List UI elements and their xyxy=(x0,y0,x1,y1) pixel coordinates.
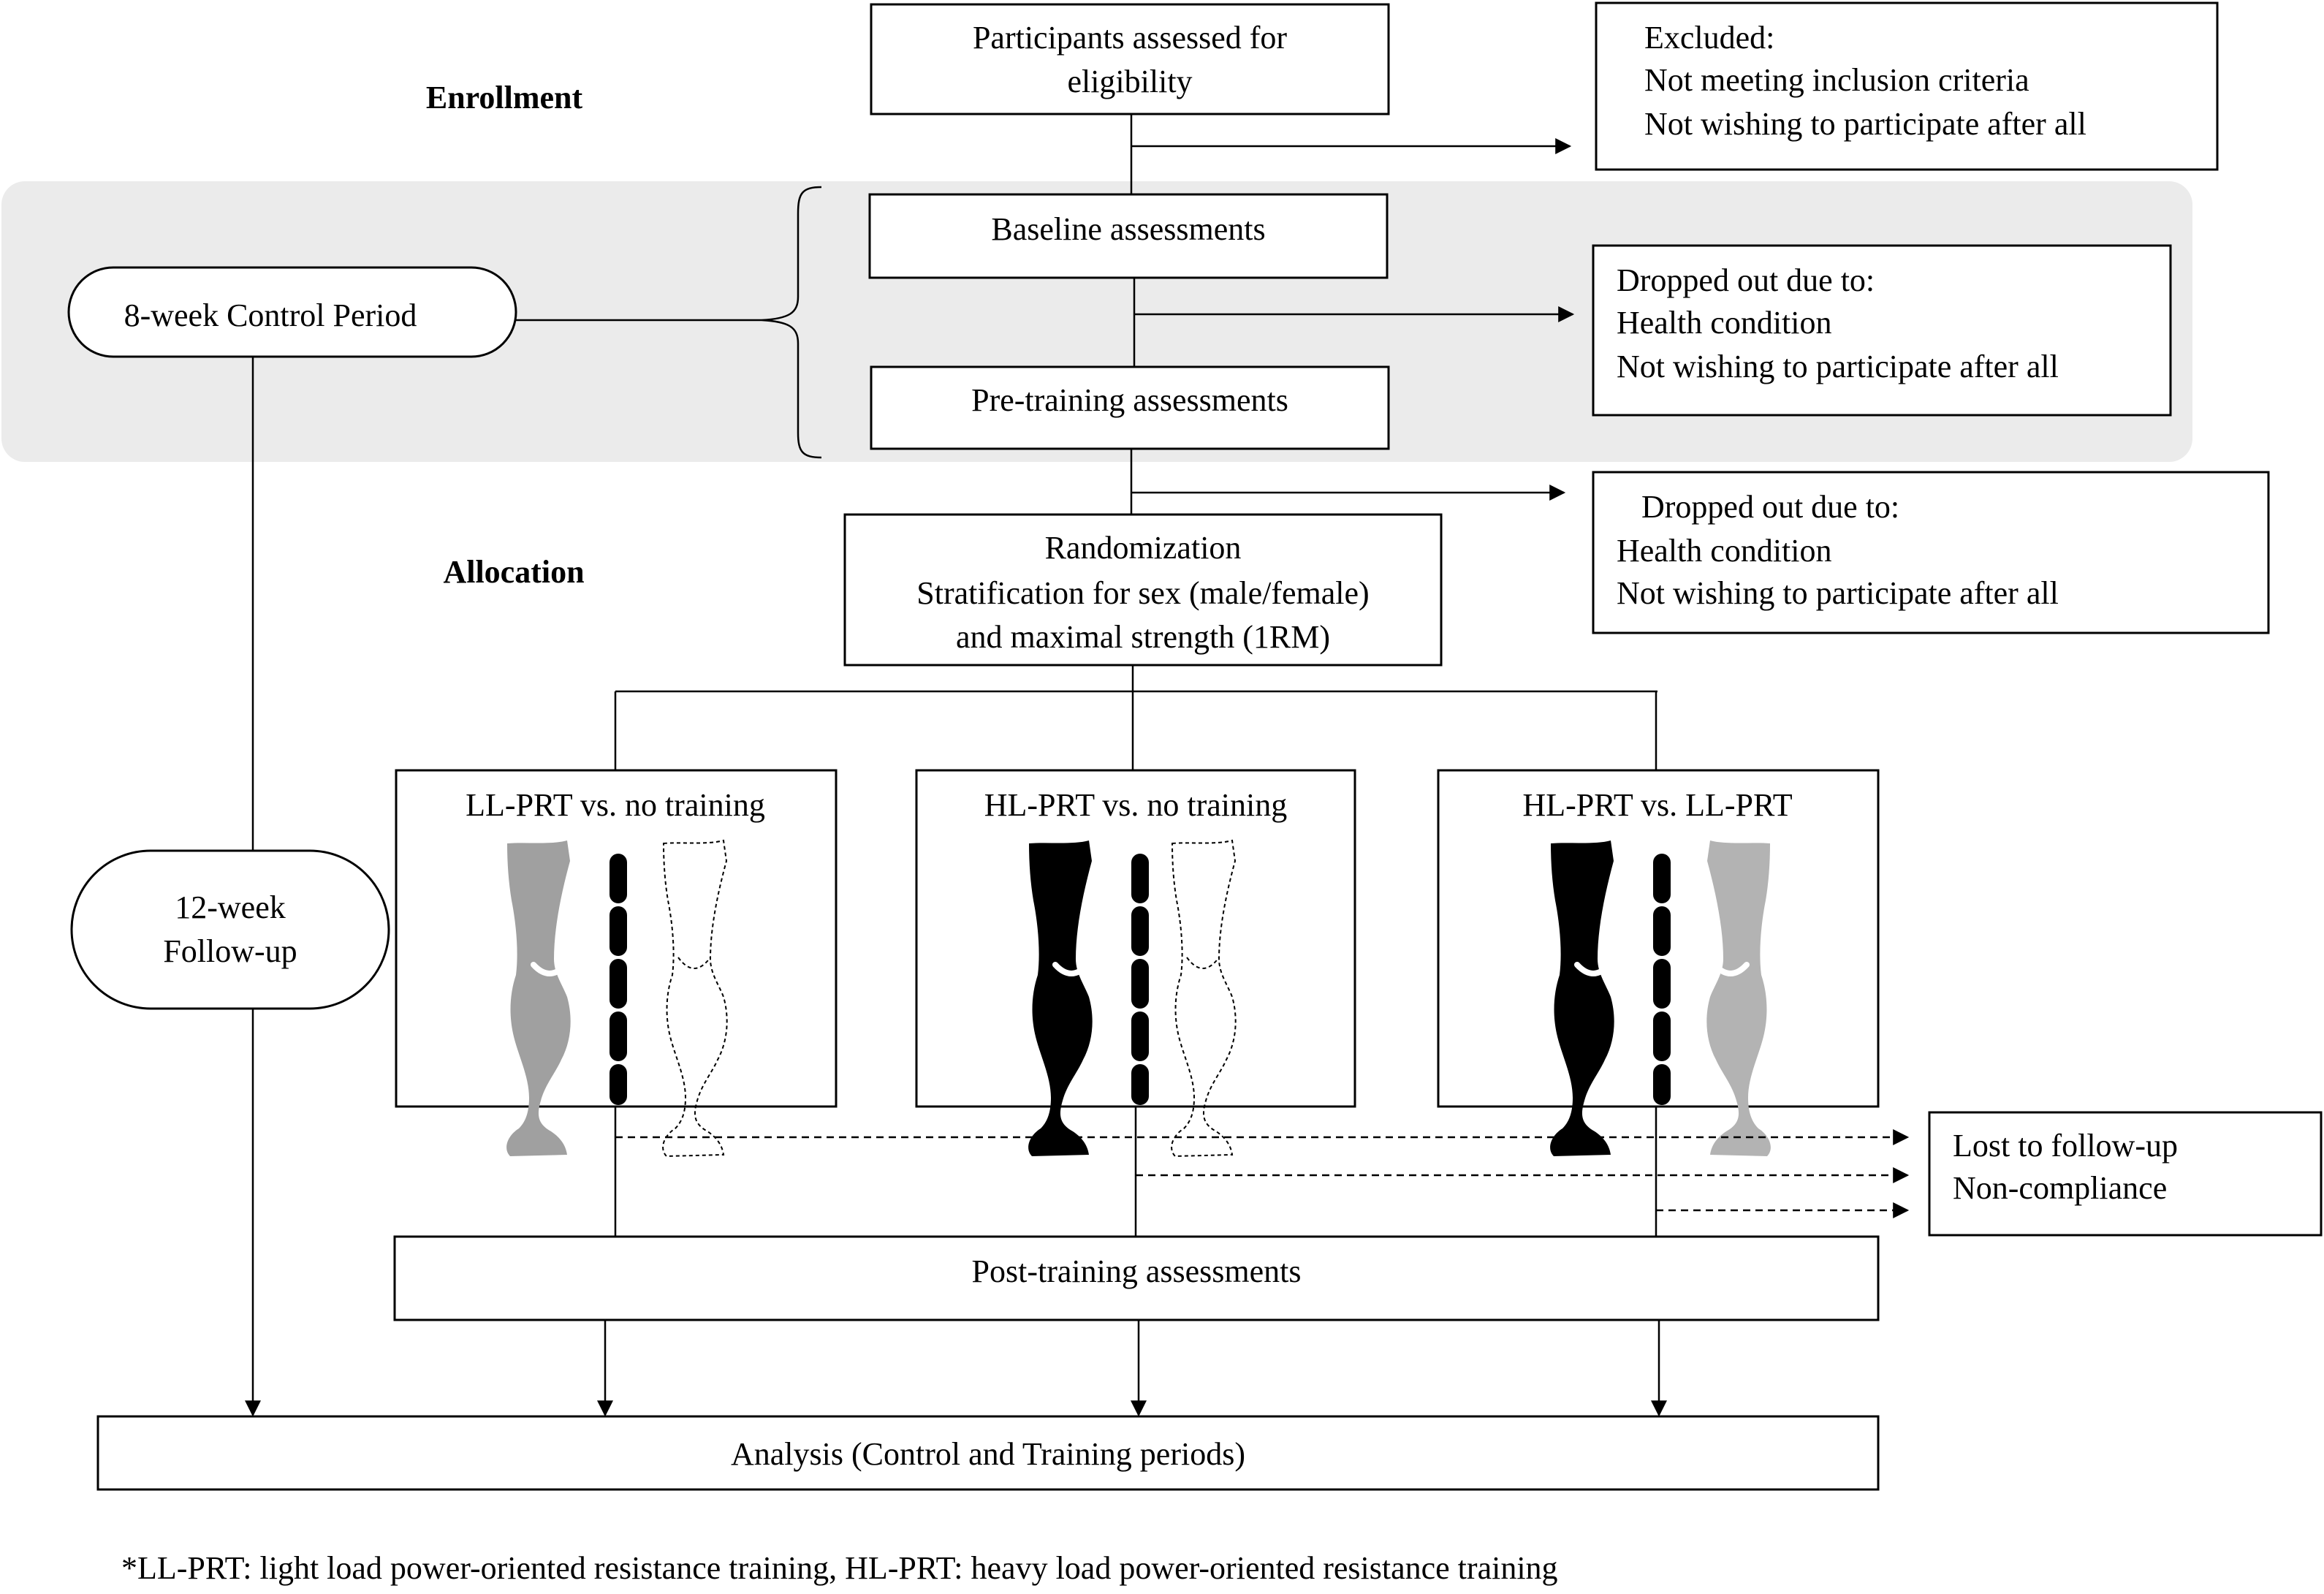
excluded-box: Excluded: Not meeting inclusion criteria… xyxy=(1595,1,2219,171)
svg-text:Not wishing to participate aft: Not wishing to participate after all xyxy=(1617,349,2059,384)
group-box-hlprt-vs-llprt: HL-PRT vs. LL-PRT xyxy=(1437,769,1880,1156)
leg-icon-light-load xyxy=(506,840,571,1156)
svg-text:Dropped out due to:: Dropped out due to: xyxy=(1641,489,1899,525)
group-box-llprt-vs-none: LL-PRT vs. no training xyxy=(395,769,838,1157)
svg-text:Randomization: Randomization xyxy=(1045,530,1242,566)
group-box-hlprt-vs-none: HL-PRT vs. no training xyxy=(915,769,1356,1157)
leg-icon-heavy-load xyxy=(1550,840,1614,1156)
enrollment-heading: Enrollment xyxy=(426,80,583,115)
eligibility-box: Participants assessed for eligibility xyxy=(870,3,1390,115)
control-period-terminator: 8-week Control Period xyxy=(67,266,517,358)
leg-icon-untrained xyxy=(662,840,728,1157)
pretraining-assessments-box: Pre-training assessments xyxy=(870,365,1390,450)
svg-text:Analysis (Control and Training: Analysis (Control and Training periods) xyxy=(731,1436,1245,1472)
svg-text:Participants assessed for: Participants assessed for xyxy=(973,20,1287,56)
svg-text:Not wishing to participate aft: Not wishing to participate after all xyxy=(1644,106,2086,142)
svg-text:Non-compliance: Non-compliance xyxy=(1953,1170,2167,1206)
svg-text:Pre-training assessments: Pre-training assessments xyxy=(971,382,1288,418)
svg-text:HL-PRT vs. LL-PRT: HL-PRT vs. LL-PRT xyxy=(1522,787,1792,823)
dropout-box-pretraining: Dropped out due to: Health condition Not… xyxy=(1592,471,2270,634)
svg-text:Not wishing to participate aft: Not wishing to participate after all xyxy=(1617,575,2059,611)
allocation-heading: Allocation xyxy=(443,554,584,590)
svg-text:Dropped out due to:: Dropped out due to: xyxy=(1617,262,1875,298)
lost-to-followup-box: Lost to follow-up Non-compliance xyxy=(1928,1111,2323,1237)
svg-text:8-week Control Period: 8-week Control Period xyxy=(124,297,417,333)
svg-text:eligibility: eligibility xyxy=(1067,64,1192,99)
leg-icon-heavy-load xyxy=(1028,840,1093,1156)
svg-text:Follow-up: Follow-up xyxy=(163,933,297,969)
svg-text:HL-PRT vs. no training: HL-PRT vs. no training xyxy=(984,787,1288,823)
svg-text:Lost to follow-up: Lost to follow-up xyxy=(1953,1128,2178,1164)
svg-text:and maximal strength (1RM): and maximal strength (1RM) xyxy=(956,619,1330,655)
svg-text:Excluded:: Excluded: xyxy=(1644,20,1774,56)
svg-text:Not meeting inclusion criteria: Not meeting inclusion criteria xyxy=(1644,62,2029,98)
svg-text:Health condition: Health condition xyxy=(1617,305,1832,341)
leg-icon-light-load xyxy=(1706,840,1771,1156)
svg-text:Health condition: Health condition xyxy=(1617,533,1832,569)
followup-terminator: 12-week Follow-up xyxy=(70,849,390,1010)
svg-text:Stratification for sex (male/f: Stratification for sex (male/female) xyxy=(916,575,1369,611)
dropout-box-control-period: Dropped out due to: Health condition Not… xyxy=(1592,244,2172,417)
analysis-box: Analysis (Control and Training periods) xyxy=(96,1415,1880,1491)
svg-text:Baseline assessments: Baseline assessments xyxy=(991,211,1265,247)
svg-text:12-week: 12-week xyxy=(175,889,286,925)
footnote: *LL-PRT: light load power-oriented resis… xyxy=(121,1550,1558,1586)
svg-text:LL-PRT vs. no training: LL-PRT vs. no training xyxy=(466,787,765,823)
leg-icon-untrained xyxy=(1171,840,1237,1157)
svg-text:Post-training assessments: Post-training assessments xyxy=(972,1253,1302,1289)
baseline-assessments-box: Baseline assessments xyxy=(868,193,1389,279)
posttraining-assessments-box: Post-training assessments xyxy=(393,1235,1880,1321)
randomization-box: Randomization Stratification for sex (ma… xyxy=(843,513,1443,667)
